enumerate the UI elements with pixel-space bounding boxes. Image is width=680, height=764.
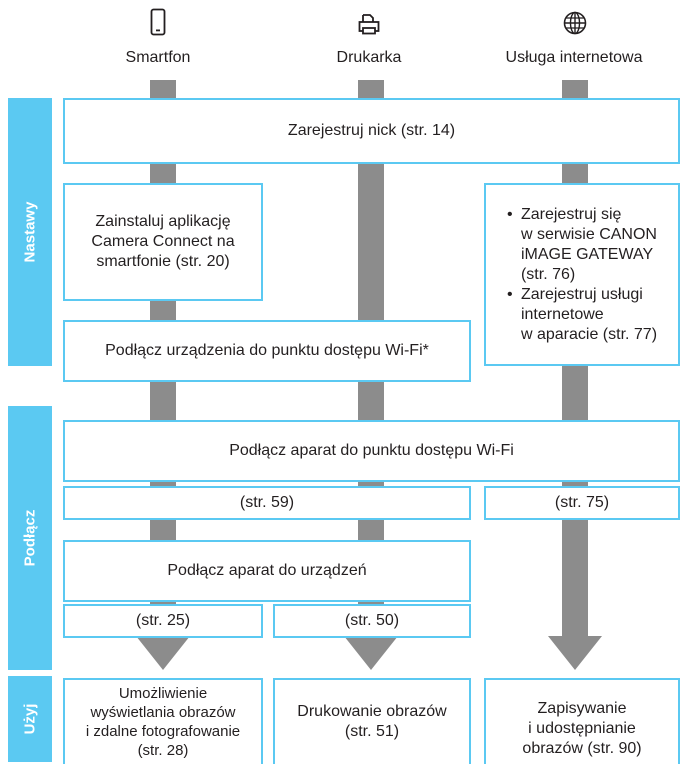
use-web-box: Zapisywanie i udostępnianie obrazów (str… (484, 678, 680, 764)
camera-to-ap-label: Podłącz aparat do punktu dostępu Wi-Fi (229, 442, 514, 459)
ref-25-box: (str. 25) (63, 604, 263, 638)
camera-to-devices-box: Podłącz aparat do urządzeń (63, 540, 471, 602)
register-nick-label: Zarejestruj nick (str. 14) (287, 122, 456, 139)
ref-59-box: (str. 59) (63, 486, 471, 520)
column-label-web-service: Usługa internetowa (505, 49, 643, 66)
ref-25-label: (str. 25) (135, 612, 191, 629)
connect-devices-ap-box: Podłącz urządzenia do punktu dostępu Wi-… (63, 320, 471, 382)
install-app-label: Zainstaluj aplikację Camera Connect na s… (91, 213, 235, 270)
camera-to-devices-label: Podłącz aparat do urządzeń (167, 562, 367, 579)
globe-icon (563, 11, 587, 35)
column-label-printer: Drukarka (336, 49, 402, 66)
web-registration-box: Zarejestruj się w serwisie CANON iMAGE G… (484, 183, 680, 366)
web-registration-list: Zarejestruj się w serwisie CANON iMAGE G… (507, 205, 657, 345)
column-label-smartphone: Smartfon (125, 49, 191, 66)
section-connect: Podłącz (8, 406, 52, 670)
section-setup: Nastawy (8, 98, 52, 366)
register-nick-box: Zarejestruj nick (str. 14) (63, 98, 680, 164)
use-printer-box: Drukowanie obrazów (str. 51) (273, 678, 471, 764)
arrow-down-smartphone (136, 636, 190, 670)
ref-50-label: (str. 50) (344, 612, 400, 629)
web-step-item: Zarejestruj usługi internetowe w aparaci… (507, 285, 657, 345)
use-printer-label: Drukowanie obrazów (str. 51) (297, 703, 447, 740)
smartphone-icon (150, 8, 166, 36)
camera-to-ap-box: Podłącz aparat do punktu dostępu Wi-Fi (63, 420, 680, 482)
arrow-down-printer (344, 636, 398, 670)
printer-icon (358, 14, 380, 35)
use-web-label: Zapisywanie i udostępnianie obrazów (str… (522, 700, 642, 757)
connect-devices-ap-label: Podłącz urządzenia do punktu dostępu Wi-… (105, 342, 429, 359)
ref-59-label: (str. 59) (239, 494, 295, 511)
ref-75-label: (str. 75) (554, 494, 610, 511)
arrow-down-web (548, 636, 602, 670)
ref-75-box: (str. 75) (484, 486, 680, 520)
web-step-item: Zarejestruj się w serwisie CANON iMAGE G… (507, 205, 657, 285)
section-use: Użyj (8, 676, 52, 762)
use-smartphone-box: Umożliwienie wyświetlania obrazów i zdal… (63, 678, 263, 764)
ref-50-box: (str. 50) (273, 604, 471, 638)
install-app-box: Zainstaluj aplikację Camera Connect na s… (63, 183, 263, 301)
use-smartphone-label: Umożliwienie wyświetlania obrazów i zdal… (85, 685, 241, 759)
